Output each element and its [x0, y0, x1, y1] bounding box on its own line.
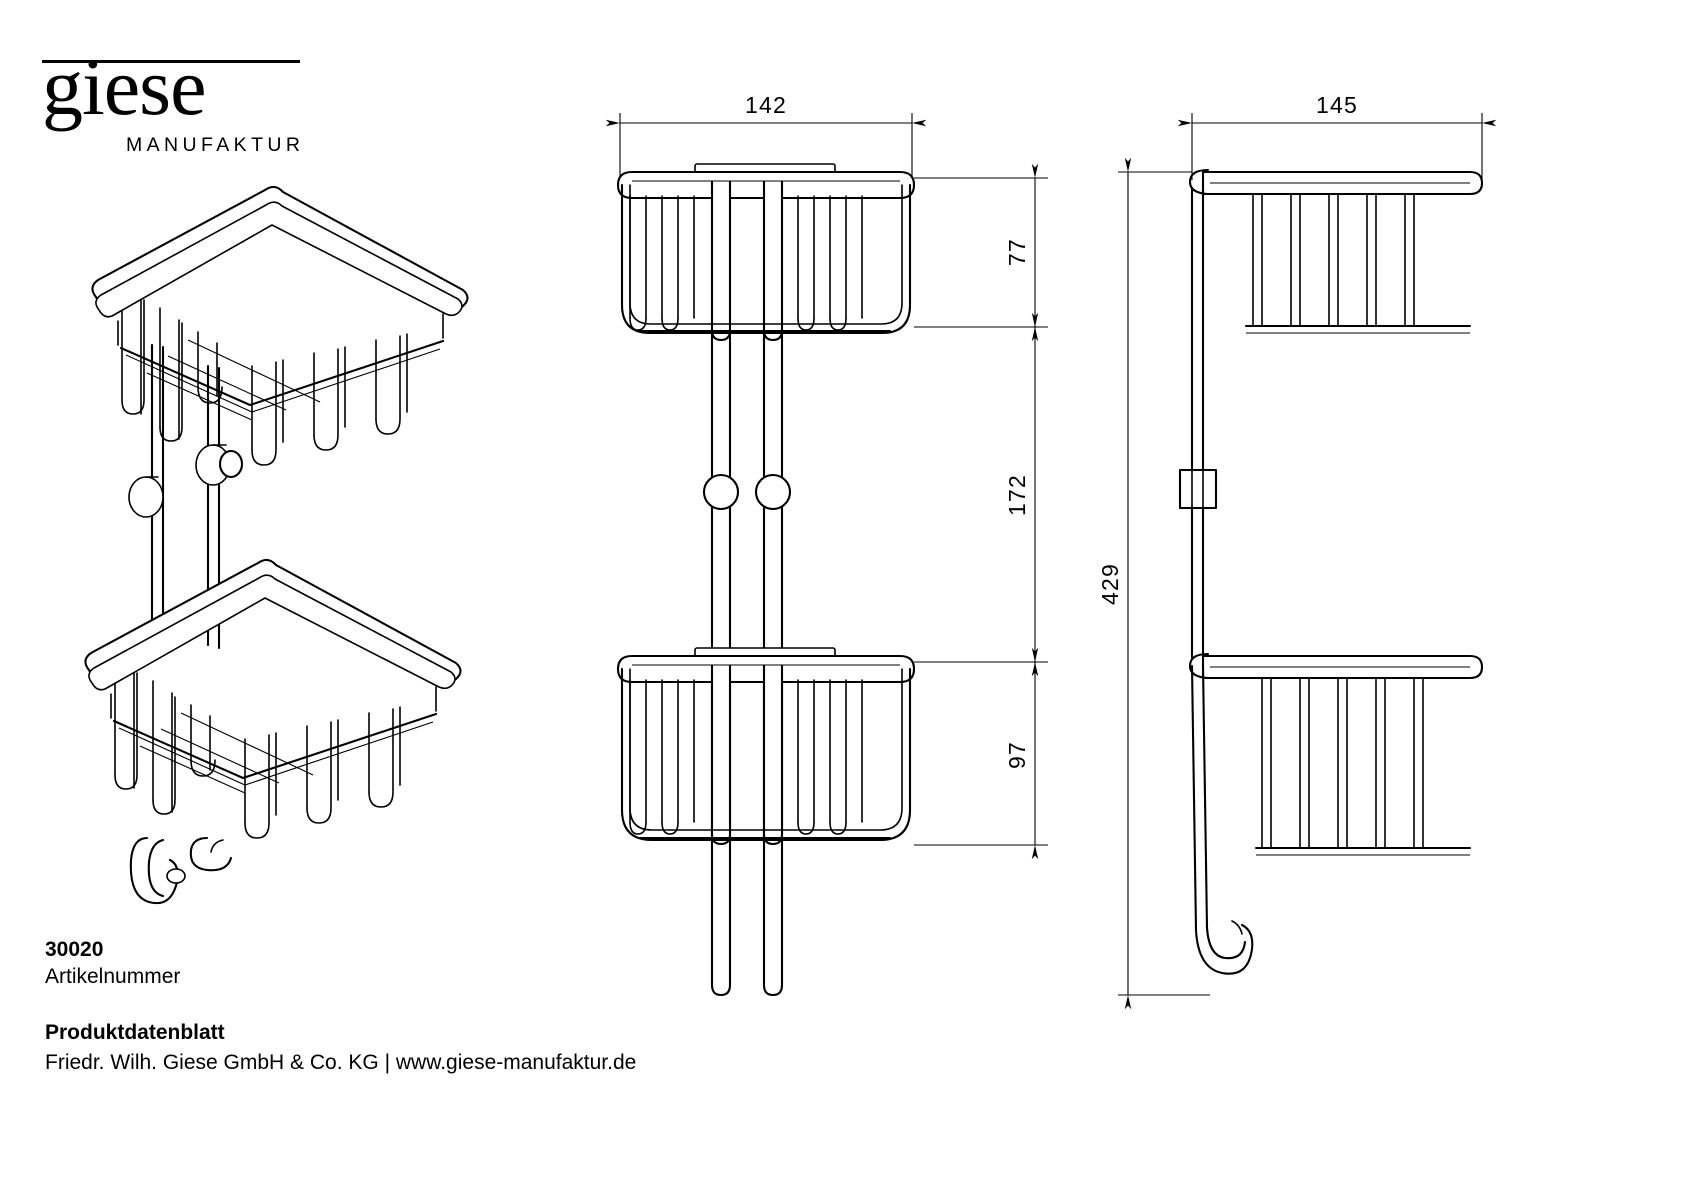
brand-logo: giese MANUFAKTUR [42, 38, 300, 156]
side-lower-shelf [1188, 652, 1484, 856]
front-elevation-view: 142 [605, 92, 1048, 997]
isometric-view [84, 185, 469, 905]
logo-wordmark: giese [42, 41, 206, 132]
iso-connecting-posts [128, 343, 244, 650]
footer-company-line: Friedr. Wilh. Giese GmbH & Co. KG | www.… [45, 1051, 637, 1074]
front-lower-basket [616, 647, 916, 846]
side-elevation-view: 145 [1097, 92, 1497, 1010]
dimension-total-height: 429 [1097, 157, 1210, 1010]
iso-lower-basket [84, 558, 462, 839]
dimension-width-side: 145 [1177, 92, 1497, 180]
front-upper-basket [616, 163, 916, 342]
dimension-label-172: 172 [1004, 474, 1030, 516]
article-number-label: Artikelnummer [45, 965, 181, 988]
dimension-stack-front: 77 172 97 [914, 163, 1048, 860]
dimension-label-142: 142 [745, 92, 787, 118]
iso-upper-basket [91, 185, 469, 466]
dimension-label-97: 97 [1004, 741, 1030, 769]
front-vertical-rails [702, 331, 792, 997]
iso-hook [129, 836, 233, 905]
side-center-post [1178, 186, 1218, 660]
dimension-label-429: 429 [1097, 563, 1123, 605]
dimension-label-77: 77 [1004, 238, 1030, 266]
article-number: 30020 [45, 938, 104, 961]
dimension-width-front: 142 [605, 92, 927, 190]
side-hook [1190, 664, 1254, 975]
dimension-label-145: 145 [1316, 92, 1358, 118]
logo-subtitle: MANUFAKTUR [126, 134, 305, 156]
side-upper-shelf [1188, 168, 1484, 334]
footer-title: Produktdatenblatt [45, 1021, 225, 1044]
logo-rule [42, 60, 300, 63]
